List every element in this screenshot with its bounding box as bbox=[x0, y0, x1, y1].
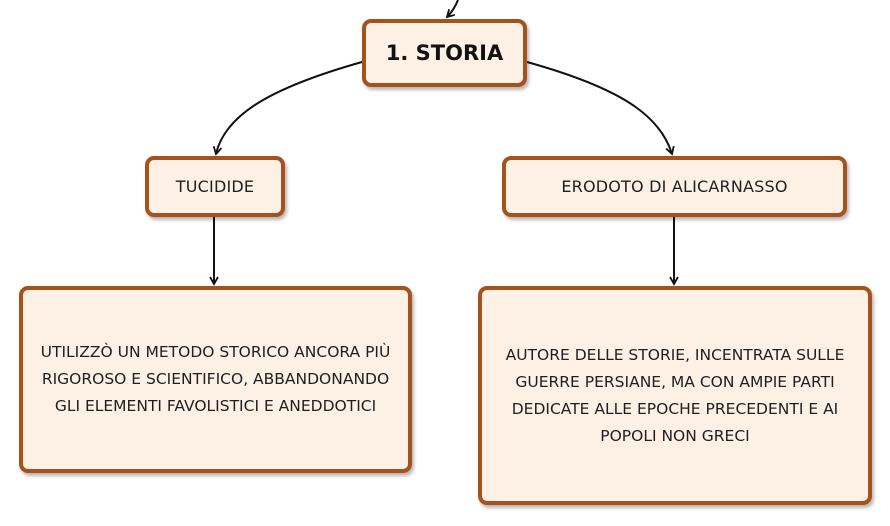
incoming-connector bbox=[445, 0, 459, 19]
connector-root-to-erodoto bbox=[526, 61, 675, 156]
node-erodoto-label: ERODOTO DI ALICARNASSO bbox=[561, 177, 788, 196]
erodoto-description-text: AUTORE DELLE STORIE, INCENTRATA SULLE GU… bbox=[505, 345, 845, 445]
tucidide-description-text: UTILIZZÒ UN METODO STORICO ANCORA PIÙ RI… bbox=[40, 343, 391, 415]
tucidide-description-node[interactable]: UTILIZZÒ UN METODO STORICO ANCORA PIÙ RI… bbox=[19, 286, 412, 473]
node-tucidide[interactable]: TUCIDIDE bbox=[145, 156, 285, 217]
connector-root-to-tucidide bbox=[212, 61, 363, 156]
erodoto-description-node[interactable]: AUTORE DELLE STORIE, INCENTRATA SULLE GU… bbox=[478, 286, 872, 505]
node-tucidide-label: TUCIDIDE bbox=[175, 177, 255, 196]
node-erodoto[interactable]: ERODOTO DI ALICARNASSO bbox=[502, 156, 847, 217]
root-node-label: 1. STORIA bbox=[385, 41, 504, 65]
root-node[interactable]: 1. STORIA bbox=[362, 19, 527, 87]
